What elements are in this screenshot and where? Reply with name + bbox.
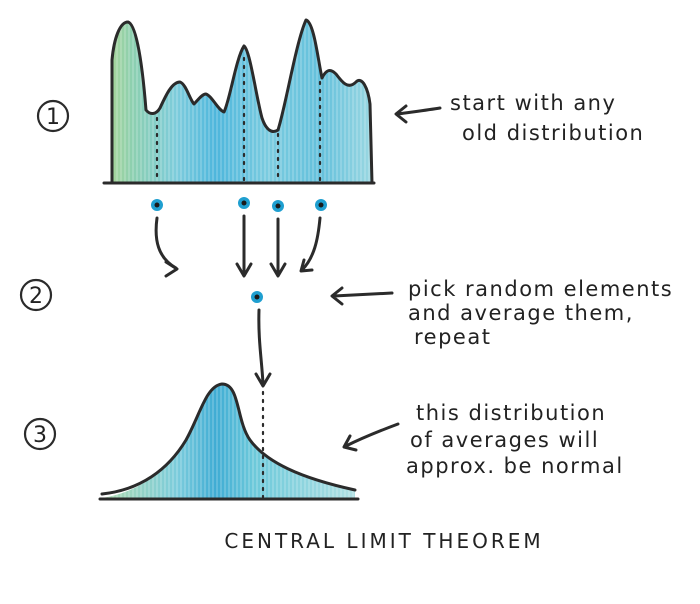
step-3-caption-line-1: this distribution bbox=[416, 401, 606, 425]
step-1-group: 1 start with any old distribution bbox=[36, 18, 644, 185]
step-3-number: 3 bbox=[33, 423, 47, 448]
sampling-distribution-curve bbox=[100, 382, 357, 496]
sample-dot-4-core bbox=[318, 202, 324, 208]
original-distribution-curve bbox=[110, 18, 374, 185]
sampled-points bbox=[151, 197, 327, 278]
step-1-pointer-arrow bbox=[394, 104, 442, 124]
step-3-caption-line-2: of averages will bbox=[410, 428, 599, 452]
sample-dot-3-core bbox=[275, 203, 281, 209]
step-3-pointer-arrow bbox=[342, 422, 400, 452]
original-distribution-texture bbox=[112, 20, 372, 183]
step-2-group: 2 pick random elements and average them,… bbox=[19, 277, 673, 388]
step-3-number-circle bbox=[23, 417, 57, 451]
step-2-caption-line-2: and average them, bbox=[408, 301, 634, 325]
step-1-number: 1 bbox=[46, 105, 60, 130]
average-dot-core bbox=[254, 294, 260, 300]
average-arrow bbox=[254, 308, 272, 388]
step-3-caption-line-3: approx. be normal bbox=[406, 454, 624, 478]
sample-arrow-3 bbox=[269, 217, 287, 278]
step-3-group: 3 this distribution of averages will app… bbox=[23, 382, 624, 501]
step-2-caption-line-3: repeat bbox=[414, 325, 491, 349]
step-2-number-circle bbox=[19, 278, 53, 312]
step-2-number: 2 bbox=[29, 284, 43, 309]
sample-dot-1-core bbox=[154, 202, 160, 208]
sample-arrow-4 bbox=[299, 216, 322, 273]
diagram-title: CENTRAL LIMIT THEOREM bbox=[224, 529, 543, 553]
step-1-number-circle bbox=[36, 99, 70, 133]
step-1-caption-line-2: old distribution bbox=[462, 121, 644, 145]
step-2-caption-line-1: pick random elements bbox=[408, 277, 673, 301]
sample-arrow-2 bbox=[235, 214, 253, 278]
step-2-pointer-arrow bbox=[330, 286, 394, 306]
step-1-caption-line-1: start with any bbox=[450, 91, 616, 115]
sampling-distribution bbox=[98, 382, 360, 501]
original-distribution bbox=[102, 18, 376, 185]
sample-dot-2-core bbox=[241, 200, 247, 206]
sample-arrow-1 bbox=[154, 216, 179, 278]
sampling-distribution-texture bbox=[102, 384, 355, 498]
